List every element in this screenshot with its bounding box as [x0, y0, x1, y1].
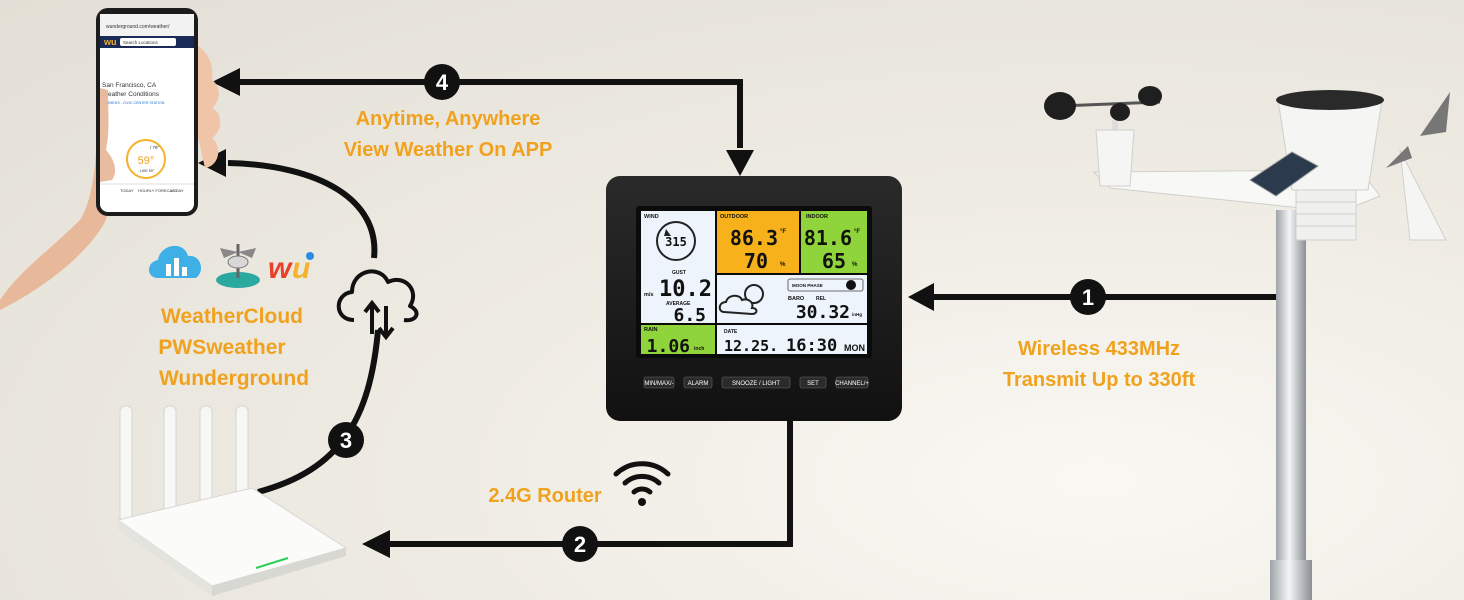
outdoor-sensor-array	[1044, 86, 1450, 600]
indoor-panel: INDOOR 81.6 °F 65 %	[801, 211, 867, 273]
svg-text:%: %	[852, 262, 858, 268]
svg-text:GUST: GUST	[672, 270, 686, 276]
svg-text:w: w	[268, 252, 293, 285]
svg-text:u: u	[292, 252, 310, 285]
rain-panel: RAIN 1.06 inch	[641, 325, 715, 357]
sun-cloud-icon	[718, 284, 764, 316]
phone-subtitle: Weather Conditions	[102, 91, 160, 98]
baro-value: 30.32	[796, 302, 850, 323]
step-4-caption-line-1: Anytime, Anywhere	[356, 108, 541, 130]
svg-text:2: 2	[574, 532, 586, 557]
wind-direction: 315	[665, 235, 687, 249]
phone-hi-lo: / 78°	[150, 145, 160, 150]
badge-step-1: 1	[1070, 279, 1106, 315]
svg-text:OUTDOOR: OUTDOOR	[720, 214, 748, 220]
set-button[interactable]	[799, 376, 827, 389]
step-1-caption-line-2: Transmit Up to 330ft	[1003, 369, 1196, 391]
badge-step-2: 2	[562, 526, 598, 562]
svg-text:1: 1	[1082, 285, 1094, 310]
outdoor-temp: 86.3	[730, 226, 778, 250]
arrow-step-2	[362, 420, 793, 558]
step-2-caption: 2.4G Router	[488, 485, 602, 507]
outdoor-humidity: 70	[744, 249, 768, 273]
badge-step-4: 4	[424, 64, 460, 100]
wind-panel: WIND 315 GUST m/s 10.2 AVERAGE 6.5	[641, 211, 715, 326]
svg-text:BARO: BARO	[788, 296, 805, 302]
svg-text:°F: °F	[780, 229, 786, 235]
weather-console: WIND 315 GUST m/s 10.2 AVERAGE 6.5 OUTDO…	[606, 176, 902, 421]
svg-text:°F: °F	[854, 229, 860, 235]
indoor-temp: 81.6	[804, 226, 852, 250]
date-value: 12.25.	[724, 337, 778, 355]
svg-text:inHg: inHg	[852, 312, 862, 317]
datetime-panel: DATE 12.25. 16:30 MON	[717, 325, 867, 356]
wunderground-logo-icon: w u	[268, 252, 314, 285]
channel-button[interactable]	[835, 376, 869, 389]
phone-url: wunderground.com/weather/	[106, 24, 170, 30]
svg-text:CHANNEL/+: CHANNEL/+	[835, 381, 869, 387]
day-value: MON	[844, 343, 865, 353]
svg-text:ALARM: ALARM	[688, 381, 709, 387]
step-4-caption-line-2: View Weather On APP	[344, 139, 553, 161]
phone-station: KARMEDS - CIVIC CENTER STATION	[102, 101, 165, 105]
badge-step-3: 3	[328, 422, 364, 458]
svg-text:MOON PHASE: MOON PHASE	[792, 283, 823, 288]
svg-text:SET: SET	[807, 381, 819, 387]
phone-tab-hourly[interactable]: HOURLY FORECAST	[138, 188, 178, 193]
alarm-button[interactable]	[683, 376, 713, 389]
step-3-caption-line-3: Wunderground	[159, 367, 309, 390]
rain-value: 1.06	[647, 336, 690, 357]
phone-tab-10day[interactable]: 10-DAY	[170, 188, 184, 193]
phone-search-input[interactable]: Search Locations	[123, 40, 159, 45]
weathercloud-logo-icon	[149, 245, 202, 278]
indoor-humidity: 65	[822, 249, 846, 273]
svg-text:MIN/MAX/-: MIN/MAX/-	[644, 381, 673, 387]
phone-wu-logo-icon: wu	[103, 37, 117, 47]
step-1-caption-line-1: Wireless 433MHz	[1018, 338, 1180, 360]
svg-text:INDOOR: INDOOR	[806, 214, 828, 220]
cloud-sync-icon	[336, 269, 419, 341]
svg-text:WIND: WIND	[644, 214, 659, 220]
phone-feels-like: LIKE 59°	[140, 169, 155, 173]
wind-average-value: 6.5	[673, 305, 706, 326]
min-max-button[interactable]	[643, 376, 675, 389]
svg-text:REL: REL	[816, 296, 826, 302]
forecast-baro-panel: MOON PHASE BARO REL 30.32 inHg	[717, 275, 867, 323]
svg-text:3: 3	[340, 428, 352, 453]
arrow-step-4	[212, 68, 754, 176]
console-buttons: MIN/MAX/- ALARM SNOOZE / LIGHT SET CHANN…	[643, 376, 869, 389]
svg-text:DATE: DATE	[724, 329, 738, 335]
phone-temp: 59°	[138, 155, 155, 167]
svg-text:4: 4	[436, 70, 449, 95]
svg-text:AVERAGE: AVERAGE	[666, 301, 691, 307]
step-3-caption-line-1: WeatherCloud	[161, 305, 303, 328]
wifi-icon	[613, 461, 671, 506]
phone-location: San Francisco, CA	[102, 82, 157, 89]
svg-text:%: %	[780, 262, 786, 268]
smartphone: wunderground.com/weather/ wu Search Loca…	[0, 8, 221, 310]
time-value: 16:30	[786, 336, 837, 356]
svg-text:m/s: m/s	[644, 292, 653, 298]
outdoor-panel: OUTDOOR 86.3 °F 70 %	[717, 211, 799, 273]
snooze-light-button[interactable]	[721, 376, 791, 389]
svg-text:SNOOZE / LIGHT: SNOOZE / LIGHT	[732, 381, 780, 387]
step-3-caption-line-2: PWSweather	[158, 336, 285, 359]
wind-gust-value: 10.2	[659, 277, 712, 302]
wifi-router	[116, 405, 348, 596]
svg-text:inch: inch	[694, 346, 704, 352]
pwsweather-logo-icon	[216, 244, 260, 288]
phone-tab-today[interactable]: TODAY	[120, 188, 134, 193]
svg-text:RAIN: RAIN	[644, 327, 657, 333]
